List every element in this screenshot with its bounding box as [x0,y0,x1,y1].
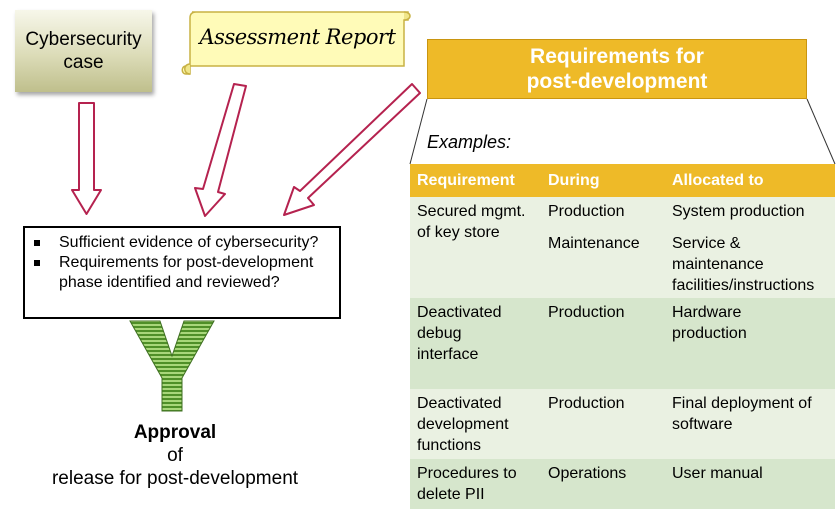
table-row: Secured mgmt. of key store Production Ma… [410,197,835,298]
cell-allocated-item: Service & maintenance facilities/instruc… [672,235,815,294]
cybersecurity-case-line2: case [63,52,104,73]
bullet-icon [34,260,40,266]
cybersecurity-case-line1: Cybersecurity [25,29,142,50]
cell-during: Operations [548,465,627,482]
requirements-table: Requirement During Allocated to Secured … [410,164,835,509]
examples-label: Examples: [427,132,512,152]
cell-during: Production Maintenance [541,197,665,298]
arrow-assessment [194,83,247,217]
checklist-item: Sufficient evidence of cybersecurity? [33,233,335,253]
trapezoid-right-line [806,98,836,165]
cell-requirement: Procedures to delete PII [417,465,517,503]
cell-during: Production [548,395,625,412]
table-row: Deactivated development functions Produc… [410,389,835,459]
arrow-cybersecurity [71,102,102,215]
checklist-item-text: Sufficient evidence of cybersecurity? [59,234,319,251]
y-merge-icon [129,320,215,412]
column-header-allocated: Allocated to [665,164,835,197]
table-header-row: Requirement During Allocated to [410,164,835,197]
cell-requirement: Secured mgmt. of key store [417,203,526,241]
scroll-shape [181,11,411,75]
cell-allocated: Hardware production [672,304,747,342]
checklist-item: Requirements for post-development phase … [33,253,335,293]
review-checklist-box: Sufficient evidence of cybersecurity? Re… [23,226,341,319]
approval-title: Approval [133,422,217,443]
bullet-icon [34,240,40,246]
cell-allocated: User manual [672,465,763,482]
table-row: Procedures to delete PII Operations User… [410,459,835,509]
checklist-item-text: Requirements for post-development phase … [59,254,314,291]
cell-during: Production [548,304,625,321]
cell-during-item: Maintenance [548,235,640,252]
requirements-title-box: Requirements for post-development [427,39,807,99]
column-header-during: During [541,164,665,197]
cell-allocated: Final deployment of software [672,395,812,433]
approval-caption: Approval of release for post-development [20,421,330,490]
approval-of: of [167,445,183,466]
approval-release: release for post-development [51,468,299,489]
cell-requirement: Deactivated development functions [417,395,509,454]
requirements-title-line2: post-development [526,70,708,93]
cell-allocated: System production Service & maintenance … [665,197,835,298]
cybersecurity-case-box: Cybersecurity case [15,10,152,92]
trapezoid-left-line [409,98,428,165]
column-header-requirement: Requirement [410,164,541,197]
cell-during-item: Production [548,203,625,220]
table-row: Deactivated debug interface Production H… [410,298,835,389]
assessment-report-label: Assessment Report [199,25,396,49]
cell-allocated-item: System production [672,203,805,220]
requirements-title-line1: Requirements for [530,45,704,68]
arrow-requirements [283,83,421,216]
cell-requirement: Deactivated debug interface [417,304,502,363]
